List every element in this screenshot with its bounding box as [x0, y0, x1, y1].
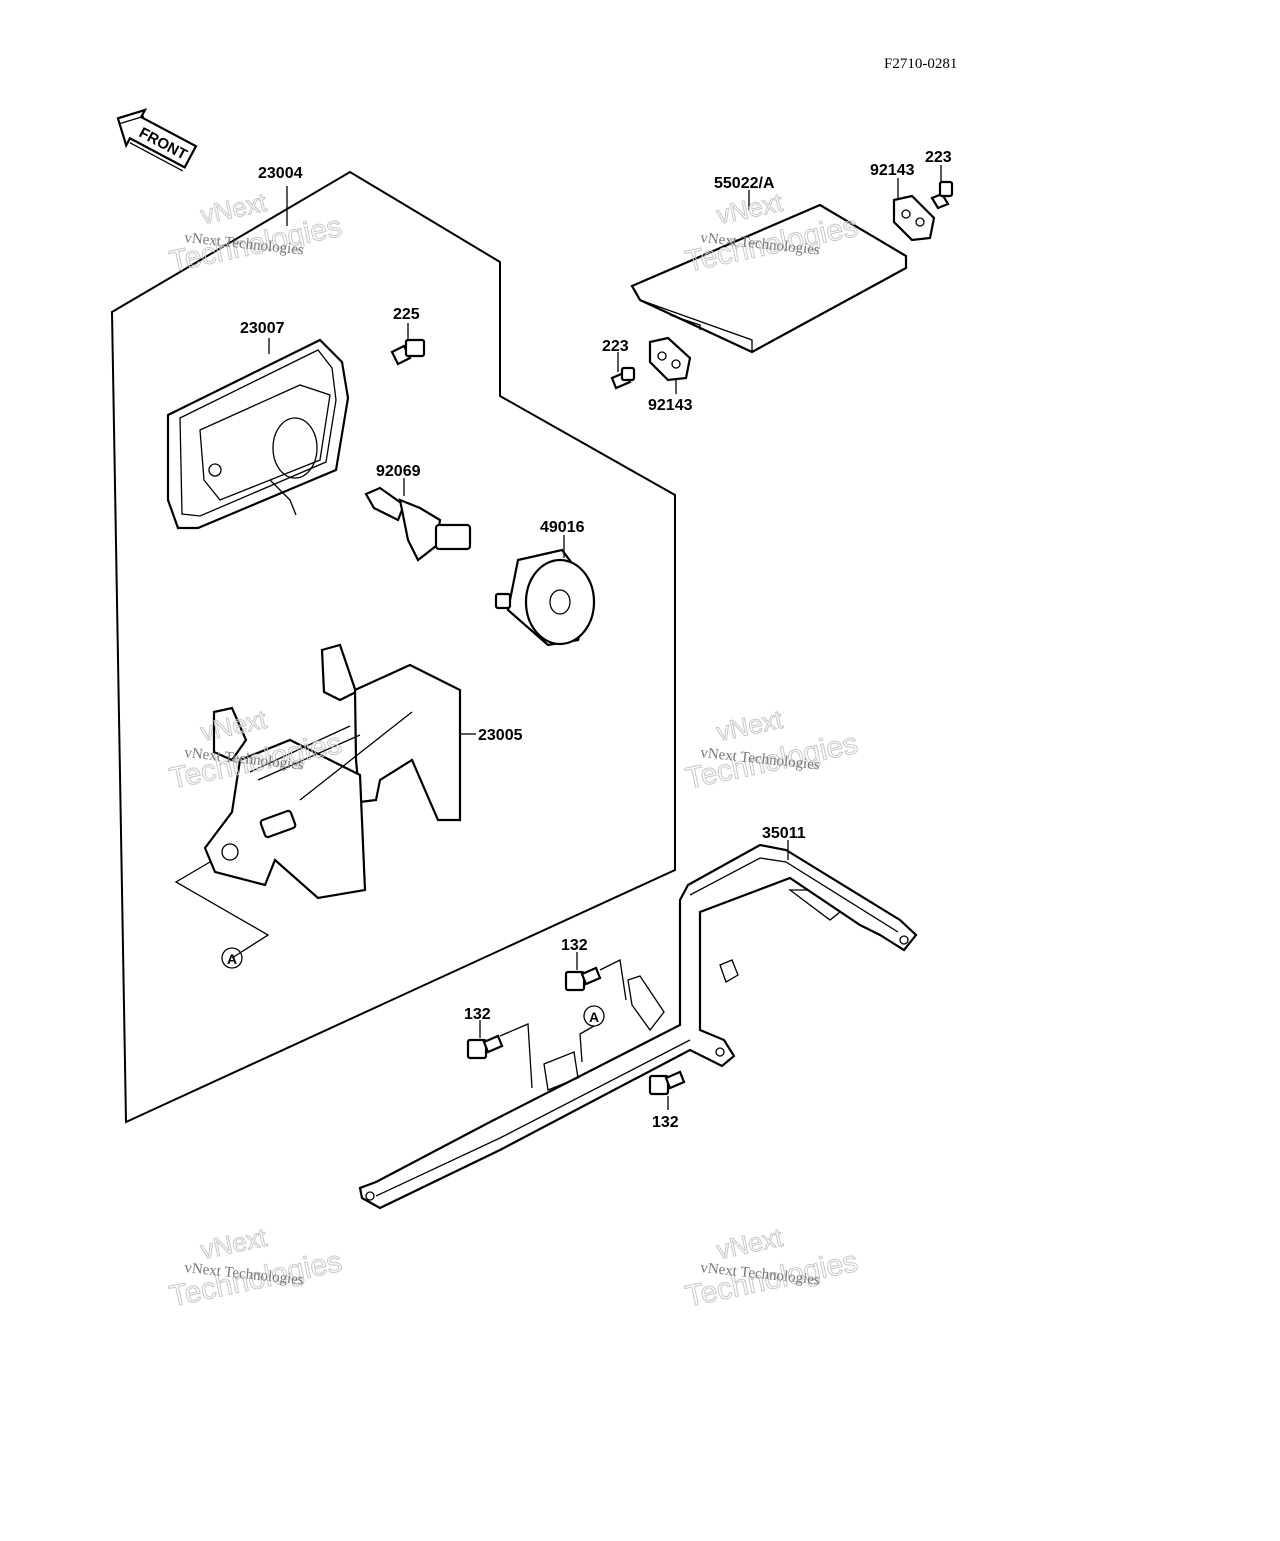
label-92143-bottom: 92143	[648, 397, 693, 414]
label-55022a: 55022/A	[714, 175, 775, 192]
plate-top-icon	[892, 194, 936, 242]
ref-marker-a-left	[221, 947, 243, 969]
bolt-225-icon	[390, 338, 426, 366]
screw-223-left-icon	[610, 366, 636, 390]
label-23007: 23007	[240, 320, 285, 337]
ref-marker-a-left-label: A	[227, 951, 237, 967]
watermark-line1: vNext	[714, 1222, 786, 1265]
watermark-line1: vNext	[714, 704, 786, 747]
ref-marker-a-right	[583, 1005, 605, 1027]
cover-icon	[630, 203, 908, 354]
watermark-line1: vNext	[198, 1222, 270, 1265]
label-23005: 23005	[478, 727, 523, 744]
bolt-132-upper-icon	[564, 966, 602, 992]
label-49016: 49016	[540, 519, 585, 536]
leader-132-left-mount	[499, 1023, 533, 1089]
label-35011: 35011	[762, 825, 806, 842]
label-132-lower: 132	[652, 1114, 679, 1131]
watermark-line1: vNext	[198, 187, 270, 230]
headlight-unit	[166, 338, 350, 530]
bracket-icon	[203, 643, 462, 900]
watermark: vNext Technologies	[682, 703, 861, 796]
ref-marker-a-right-label: A	[589, 1009, 599, 1025]
bulb-cap-icon	[494, 548, 596, 647]
label-132-upper: 132	[561, 937, 588, 954]
leader-ref-a-right	[579, 1025, 595, 1063]
bulb-icon	[364, 486, 472, 562]
plate-bottom-icon	[648, 336, 692, 382]
label-92143-top: 92143	[870, 162, 915, 179]
bolt-132-lower-icon	[648, 1070, 686, 1096]
label-223-left: 223	[602, 338, 629, 355]
housing-group-outline	[110, 170, 676, 1124]
guard-icon	[358, 843, 918, 1210]
watermark-line1: vNext	[198, 704, 270, 747]
front-arrow-icon: FRONT	[116, 108, 198, 172]
screw-223-top-icon	[930, 180, 954, 210]
label-23004: 23004	[258, 165, 303, 182]
label-225: 225	[393, 306, 420, 323]
diagram-code: F2710-0281	[884, 56, 957, 72]
label-223-top: 223	[925, 149, 952, 166]
leader-ref-a-left	[174, 861, 270, 959]
bolt-132-left-icon	[466, 1034, 504, 1060]
label-132-left: 132	[464, 1006, 491, 1023]
watermark: vNext Technologies	[166, 186, 345, 279]
leader-132-upper-mount	[599, 959, 627, 1001]
label-92069: 92069	[376, 463, 421, 480]
